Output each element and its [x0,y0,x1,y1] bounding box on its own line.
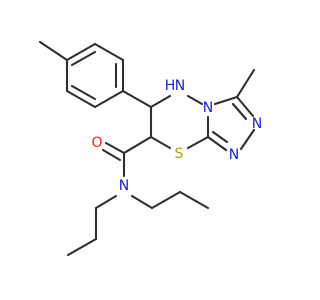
bond-n-propyl1-a [94,194,118,210]
bond-c3-methyl [235,68,256,99]
bond-n3-c8a-inner [211,130,229,144]
bond-tolyl-2 [93,42,125,62]
bond-c6-nh [149,94,172,109]
molecule-svg: H N N N N S O N [38,40,262,257]
bond-n1-c3 [213,95,239,106]
bond-tolyl-4 [93,89,125,109]
bond-n-propyl2-a [130,194,154,210]
bond-tolyl-1 [65,42,97,62]
bond-tolyl-1-inner [70,50,97,67]
bond-propyl1-c [66,237,98,257]
bond-c3-n2 [235,95,255,118]
bond-tolyl-5-inner [70,84,97,101]
bond-c7-carbonyl [122,135,153,155]
atom-label-nh: N [175,78,185,94]
atom-label-o: O [91,135,102,151]
atom-label-n1: N [229,147,239,163]
atom-label-h: H [165,78,176,94]
molecule-structure-diagram: H N N N N S O N [38,40,262,257]
bond-carbonyl-o [104,141,126,155]
bond-propyl2-b [150,190,182,210]
atom-labels: H N N N N S O N [91,78,262,194]
bond-n3-c8a [206,135,228,152]
bond-n2-n3 [239,128,256,151]
bond-tolyl-c6 [121,89,153,109]
atom-label-n4: N [203,100,213,116]
bond-s-c7 [149,135,172,150]
bond-nh-n1 [186,94,204,106]
atom-label-s: S [175,146,184,162]
bonds [38,40,256,257]
bond-c8a-s [186,135,210,150]
atom-label-amide-n: N [119,178,129,194]
atom-label-n2: N [252,116,262,132]
bond-c3-n2-inner [231,102,248,121]
bond-propyl2-c [178,190,210,210]
bond-carbonyl-o-2 [101,148,122,162]
bond-methyl-tolyl [38,40,69,62]
bond-tolyl-5 [65,89,97,109]
